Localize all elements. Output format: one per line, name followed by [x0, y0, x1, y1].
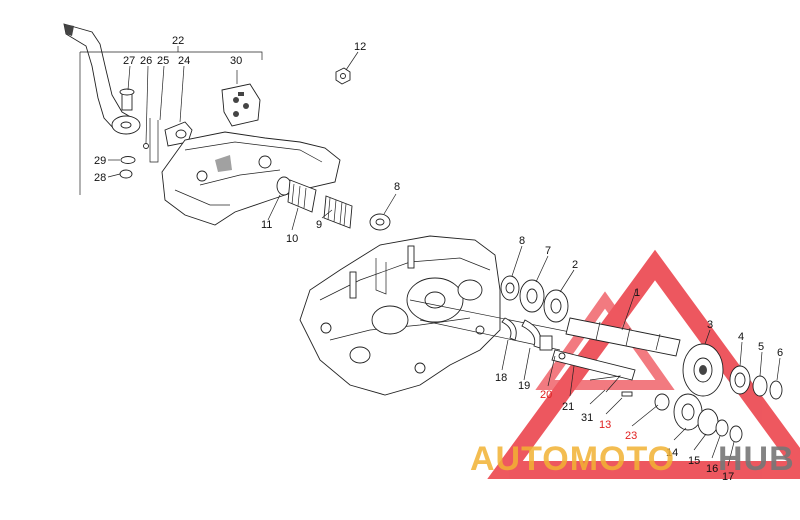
- callout-17: 17: [722, 471, 734, 483]
- callout-5: 5: [758, 341, 764, 353]
- callout-14: 14: [666, 447, 678, 459]
- callout-labels: 22 27 26 25 24 30 12 29 28 11 10 9 8 8 7…: [94, 35, 783, 483]
- main-crankcase: [299, 235, 501, 396]
- callout-24: 24: [178, 55, 190, 67]
- callout-27: 27: [123, 55, 135, 67]
- upper-crankcase-cover: [161, 131, 341, 226]
- watermark-text: AUTOMOTO HUB: [470, 440, 795, 478]
- callout-28: 28: [94, 172, 106, 184]
- callout-29: 29: [94, 155, 106, 167]
- callout-26: 26: [140, 55, 152, 67]
- callout-11: 11: [261, 219, 272, 231]
- callout-8-upper: 8: [394, 181, 400, 193]
- callout-22: 22: [172, 35, 184, 47]
- callout-7: 7: [545, 245, 551, 257]
- gear-shafts: [409, 299, 681, 393]
- callout-4: 4: [738, 331, 744, 343]
- watermark-hub-text: HUB: [718, 440, 795, 478]
- callout-1: 1: [634, 287, 640, 299]
- callout-6: 6: [777, 347, 783, 359]
- callout-20: 20: [540, 389, 552, 401]
- callout-31: 31: [581, 412, 593, 424]
- spring-set: [276, 176, 391, 231]
- callout-9: 9: [316, 219, 322, 231]
- callout-23: 23: [625, 430, 637, 442]
- part-30-block: [221, 83, 261, 127]
- leader-lines: [107, 51, 781, 467]
- callout-19: 19: [518, 380, 530, 392]
- callout-10: 10: [286, 233, 298, 245]
- callout-15: 15: [688, 455, 700, 467]
- callout-21: 21: [562, 401, 574, 413]
- callout-3: 3: [707, 319, 713, 331]
- callout-2: 2: [572, 259, 578, 271]
- callout-25: 25: [157, 55, 169, 67]
- watermark-automoto-text: AUTOMOTO: [470, 440, 675, 478]
- callout-16: 16: [706, 463, 718, 475]
- callout-18: 18: [495, 372, 507, 384]
- nut-12: [335, 67, 351, 85]
- callout-12: 12: [354, 41, 366, 53]
- gear-cluster: [500, 275, 783, 443]
- callout-13: 13: [599, 419, 611, 431]
- callout-30: 30: [230, 55, 242, 67]
- callout-8-lower: 8: [519, 235, 525, 247]
